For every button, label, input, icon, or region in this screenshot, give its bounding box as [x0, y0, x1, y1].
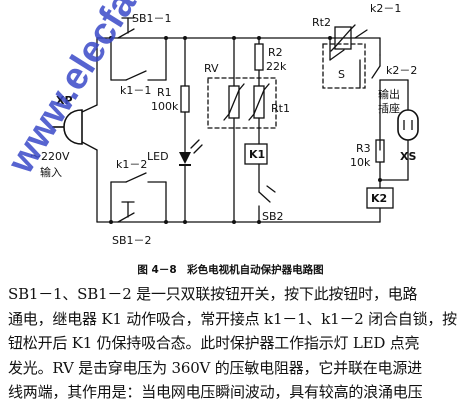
- s-switch-blade: [329, 49, 345, 61]
- label-sb2: SB2: [262, 210, 284, 223]
- label-r1-value: 100k: [151, 100, 179, 113]
- label-mains-voltage: ～220V: [30, 150, 70, 163]
- junction-dot: [378, 178, 382, 182]
- label-r2-value: 22k: [266, 60, 287, 73]
- junction-dot: [183, 220, 187, 224]
- label-mains-input: 输入: [40, 165, 62, 179]
- label-r1-name: R1: [157, 86, 172, 99]
- label-rt2: Rt2: [312, 16, 331, 29]
- label-k2-2: k2－2: [386, 64, 417, 77]
- sb1-2-blade: [117, 212, 135, 223]
- thermal-coupling-box: [207, 77, 277, 129]
- label-rv: RV: [204, 62, 219, 75]
- k1-relay-coil: [244, 143, 268, 165]
- plug-bottom-lead: [81, 141, 98, 151]
- label-k1: K1: [249, 148, 265, 161]
- sb2-blade: [258, 191, 271, 203]
- body-line: 线两端，其作用是：当电网电压瞬间波动，具有较高的浪涌电压: [8, 383, 423, 402]
- label-sb1-1: SB1－1: [132, 12, 172, 25]
- r2-resistor: [254, 43, 264, 71]
- junction-dot: [328, 36, 332, 40]
- k1-1-blade: [125, 70, 147, 81]
- label-r3-value: 10k: [350, 156, 371, 169]
- junction-dot: [109, 36, 113, 40]
- label-r3-name: R3: [356, 142, 371, 155]
- body-line: 通电，继电器 K1 动作吸合，常开接点 k1－1、k1－2 闭合自锁，按: [8, 309, 457, 328]
- plug-top-lead: [81, 104, 98, 113]
- label-output-2: 插座: [378, 101, 400, 115]
- led-light-ray-2: [193, 144, 203, 154]
- r1-resistor: [180, 85, 190, 113]
- rv-varistor: [228, 85, 240, 119]
- label-r2-name: R2: [268, 46, 283, 59]
- led-diode-triangle: [179, 152, 191, 164]
- circuit-diagram: SB1－1 k1－1 k1－2 SB1－2 XP ～220V 输入 R1 100…: [0, 0, 419, 247]
- k1-2-blade: [125, 172, 147, 183]
- led-light-ray-1: [190, 139, 200, 149]
- junction-dot: [109, 220, 113, 224]
- rt2-nonlinear-mark: [330, 24, 356, 52]
- s-dashed-box: [322, 43, 366, 89]
- label-k1-1: k1－1: [120, 84, 151, 97]
- rt1-nonlinear-mark: [248, 83, 270, 121]
- label-xs: XS: [400, 150, 416, 163]
- label-output-1: 输出: [378, 87, 400, 101]
- socket-xs-icon: [397, 109, 419, 141]
- junction-dot: [257, 36, 261, 40]
- led-diode-bar: [179, 164, 191, 166]
- label-k1-2: k1－2: [116, 158, 147, 171]
- figure-caption: 图 4－8 彩色电视机自动保护器电路图: [137, 264, 324, 276]
- label-xp: XP: [56, 94, 73, 107]
- rv-nonlinear-mark: [223, 83, 245, 121]
- body-line: 发光。RV 是击穿电压为 360V 的压敏电阻器，它并联在电源进: [8, 358, 422, 377]
- k2-2-blade: [371, 65, 381, 79]
- label-s: S: [338, 68, 345, 81]
- body-line: 钮松开后 K1 仍保持吸合态。此时保护器工作指示灯 LED 点亮: [8, 334, 420, 353]
- rt2-thermistor: [334, 26, 352, 50]
- label-sb1-2: SB1－2: [112, 234, 152, 247]
- sb1-1-blade: [117, 28, 135, 39]
- k2-1-blade: [354, 29, 368, 39]
- junction-dot: [257, 220, 261, 224]
- junction-dot: [232, 220, 236, 224]
- junction-dot: [164, 36, 168, 40]
- junction-dot: [183, 36, 187, 40]
- body-paragraph: SB1－1、SB1－2 是一只双联按钮开关，按下此按钮时，电路 通电，继电器 K…: [8, 282, 460, 405]
- label-rt1: Rt1: [271, 102, 290, 115]
- label-k2: K2: [371, 192, 387, 205]
- body-line: SB1－1、SB1－2 是一只双联按钮开关，按下此按钮时，电路: [8, 285, 418, 303]
- junction-dot: [164, 220, 168, 224]
- plug-xp-icon: [63, 109, 83, 145]
- label-led: LED: [147, 150, 169, 163]
- label-k2-1: k2－1: [370, 2, 401, 15]
- junction-dot: [232, 36, 236, 40]
- sb2-stem: [266, 185, 276, 193]
